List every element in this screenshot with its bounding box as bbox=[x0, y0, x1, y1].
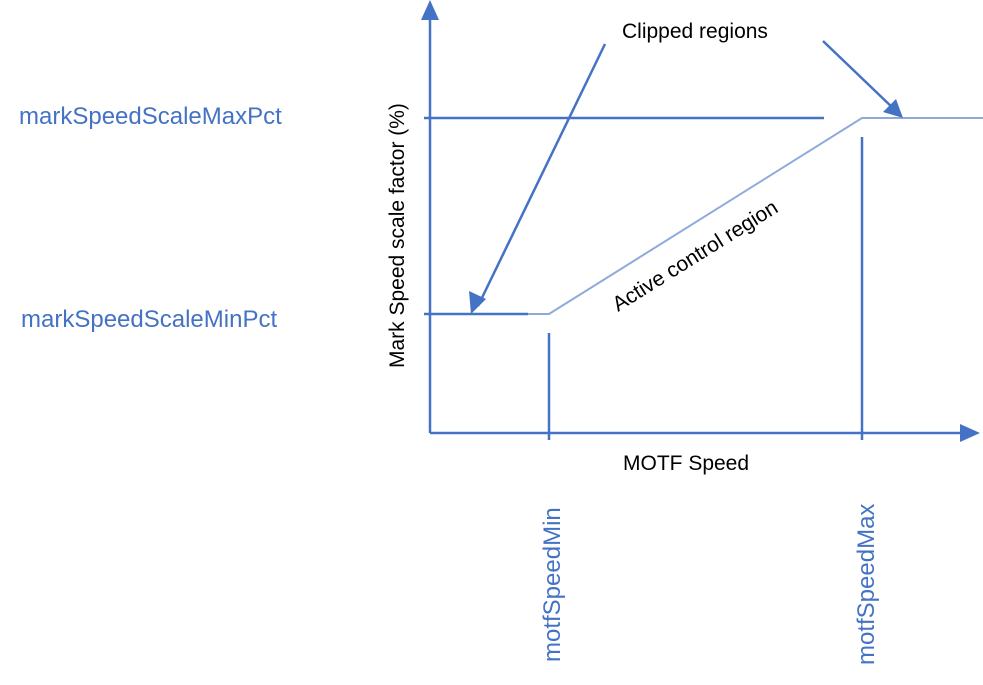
active-region-label: Active control region bbox=[608, 196, 782, 316]
y-axis-label: Mark Speed scale factor (%) bbox=[386, 103, 409, 368]
x-axis-label: MOTF Speed bbox=[623, 452, 749, 475]
x-tick-label-max: motfSpeedMax bbox=[853, 504, 880, 665]
y-tick-label-max: markSpeedScaleMaxPct bbox=[19, 103, 282, 130]
clipped-arrow-left-head-icon bbox=[469, 291, 486, 314]
clipped-regions-label: Clipped regions bbox=[622, 20, 768, 43]
clipped-arrow-left bbox=[476, 43, 607, 307]
clipped-arrow-right-head-icon bbox=[883, 99, 903, 118]
x-axis-arrow-icon bbox=[960, 424, 980, 442]
y-tick-label-min: markSpeedScaleMinPct bbox=[21, 306, 277, 333]
response-curve bbox=[528, 117, 983, 315]
x-tick-label-min: motfSpeedMin bbox=[539, 507, 566, 662]
y-axis-arrow-icon bbox=[421, 0, 439, 20]
clipped-arrow-right bbox=[822, 40, 895, 110]
